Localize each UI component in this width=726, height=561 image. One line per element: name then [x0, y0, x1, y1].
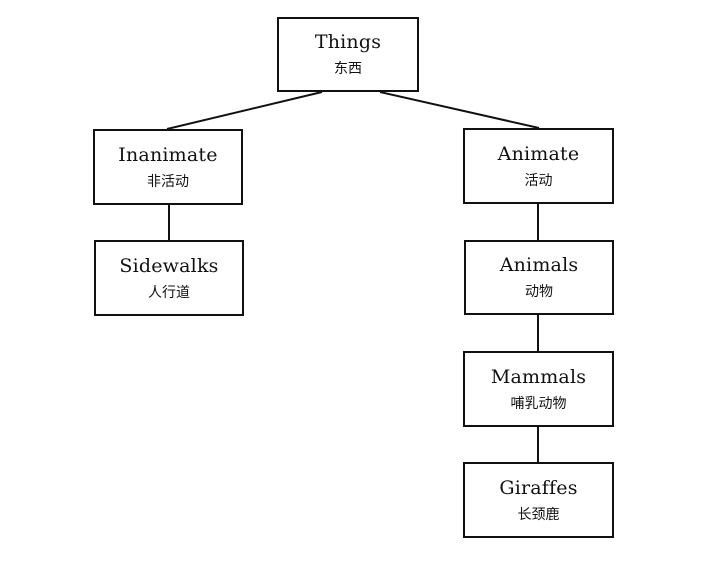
edge-things-inanimate [166, 91, 323, 130]
node-mammals-label: Mammals [490, 365, 587, 388]
node-inanimate-label: Inanimate [118, 143, 218, 166]
node-animals-label: Animals [499, 254, 579, 276]
node-inanimate-label-zh: 非活动 [147, 173, 189, 190]
node-sidewalks-label-zh: 人行道 [148, 284, 190, 301]
node-giraffes-label: Giraffes [499, 476, 578, 499]
node-things-label-zh: 东西 [334, 61, 362, 77]
node-sidewalks-label: Sidewalks [119, 254, 219, 277]
edge-things-animate [379, 91, 540, 129]
node-animate-label-zh: 活动 [524, 172, 553, 189]
node-things-label: Things [314, 31, 382, 53]
node-sidewalks: Sidewalks 人行道 [94, 240, 244, 316]
node-things: Things 东西 [277, 17, 419, 92]
node-giraffes: Giraffes 长颈鹿 [463, 462, 614, 538]
node-mammals: Mammals 哺乳动物 [463, 351, 614, 427]
node-animals: Animals 动物 [464, 240, 614, 315]
node-animate-label: Animate [497, 142, 580, 165]
node-mammals-label-zh: 哺乳动物 [510, 395, 567, 412]
node-giraffes-label-zh: 长颈鹿 [517, 506, 560, 523]
node-inanimate: Inanimate 非活动 [93, 129, 243, 205]
node-animals-label-zh: 动物 [525, 284, 553, 300]
node-animate: Animate 活动 [463, 128, 614, 204]
